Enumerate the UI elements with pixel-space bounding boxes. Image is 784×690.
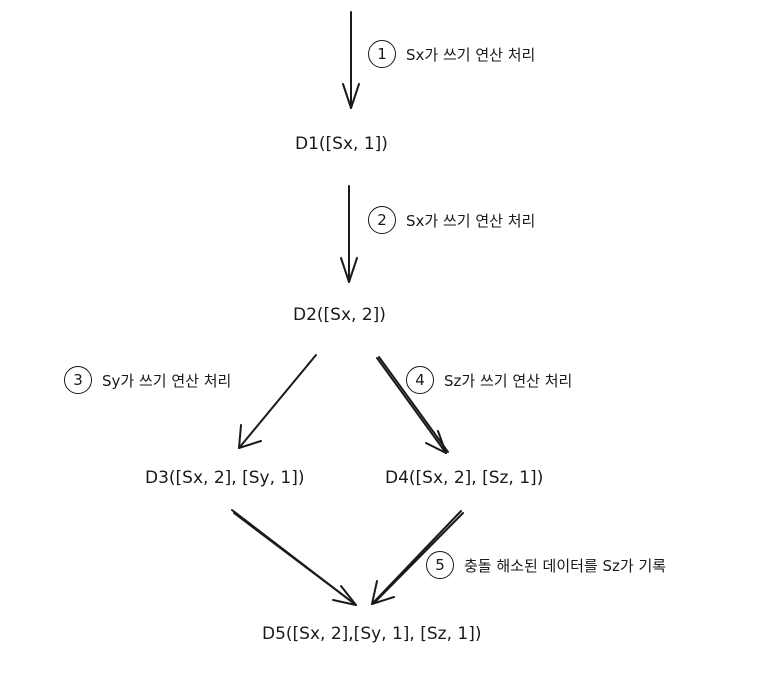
step-1-label: 1 Sx가 쓰기 연산 처리 <box>368 40 535 68</box>
step-4-label: 4 Sz가 쓰기 연산 처리 <box>406 366 572 394</box>
arrow-d3-to-d5 <box>231 509 357 606</box>
node-d2: D2([Sx, 2]) <box>293 305 386 325</box>
step-2-label: 2 Sx가 쓰기 연산 처리 <box>368 206 535 234</box>
step-3-label: 3 Sy가 쓰기 연산 처리 <box>64 366 231 394</box>
step-4-text: Sz가 쓰기 연산 처리 <box>444 371 573 390</box>
arrow-d2-to-d3 <box>238 354 317 449</box>
arrow-d2-to-d4 <box>376 356 449 454</box>
step-4-number: 4 <box>406 366 434 394</box>
step-5-number: 5 <box>426 551 454 579</box>
step-5-text: 충돌 해소된 데이터를 Sz가 기록 <box>464 556 667 575</box>
step-3-text: Sy가 쓰기 연산 처리 <box>102 371 232 390</box>
arrow-d1-to-d2 <box>340 185 358 283</box>
node-d1: D1([Sx, 1]) <box>295 134 388 154</box>
arrow-to-d1 <box>342 11 360 109</box>
step-5-label: 5 충돌 해소된 데이터를 Sz가 기록 <box>426 551 666 579</box>
step-2-text: Sx가 쓰기 연산 처리 <box>406 211 536 230</box>
step-3-number: 3 <box>64 366 92 394</box>
node-d4: D4([Sx, 2], [Sz, 1]) <box>385 468 544 488</box>
node-d5: D5([Sx, 2],[Sy, 1], [Sz, 1]) <box>262 624 482 644</box>
step-1-text: Sx가 쓰기 연산 처리 <box>406 45 536 64</box>
node-d3: D3([Sx, 2], [Sy, 1]) <box>145 468 305 488</box>
step-2-number: 2 <box>368 206 396 234</box>
step-1-number: 1 <box>368 40 396 68</box>
arrow-d4-to-d5 <box>371 510 464 605</box>
